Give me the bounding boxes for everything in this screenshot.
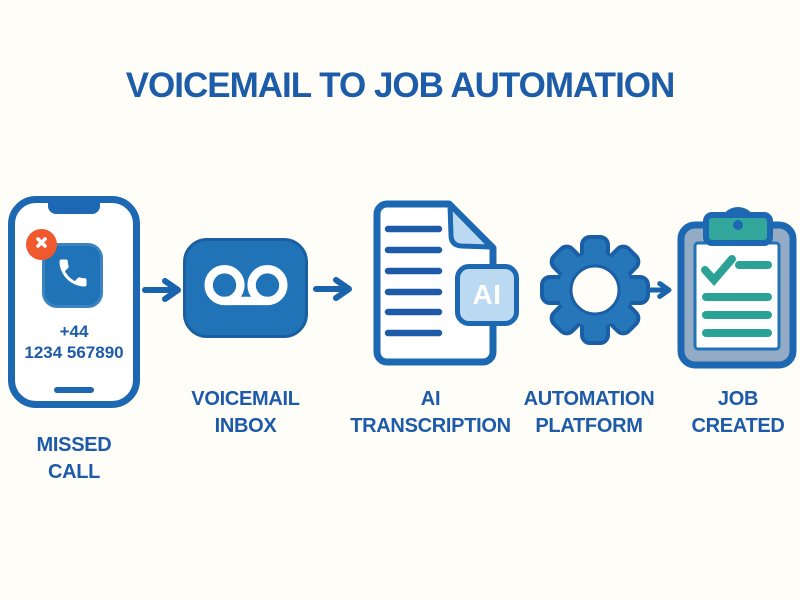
page-title: VOICEMAIL TO JOB AUTOMATION [125,66,676,105]
phone-handset-icon [55,255,91,296]
phone-home-bar [54,387,94,393]
flow-arrow-3-icon [644,278,674,302]
x-icon [33,234,50,256]
step-label-voicemail-inbox: VOICEMAIL INBOX [191,388,300,437]
gear-icon [540,235,650,345]
ai-badge: AI [455,264,519,326]
missed-call-x-badge [26,229,57,260]
ai-badge-text: AI [472,279,502,310]
voicemail-tape-icon [198,258,294,319]
phone-notch [48,202,100,214]
flow-arrow-2-icon [313,276,355,302]
flow-arrow-1-icon [142,277,184,303]
step-label-job-created: JOB CREATED [691,388,785,437]
step-label-missed-call: MISSED CALL [36,434,112,483]
clipboard-check-icon [675,205,797,373]
voicemail-inbox-tile [183,238,308,338]
caller-phone-number: +44 1234 567890 [24,322,124,362]
step-label-automation-platform: AUTOMATION PLATFORM [523,388,655,437]
smartphone-frame: +44 1234 567890 [8,196,140,408]
step-label-ai-transcription: AI TRANSCRIPTION [350,388,511,437]
